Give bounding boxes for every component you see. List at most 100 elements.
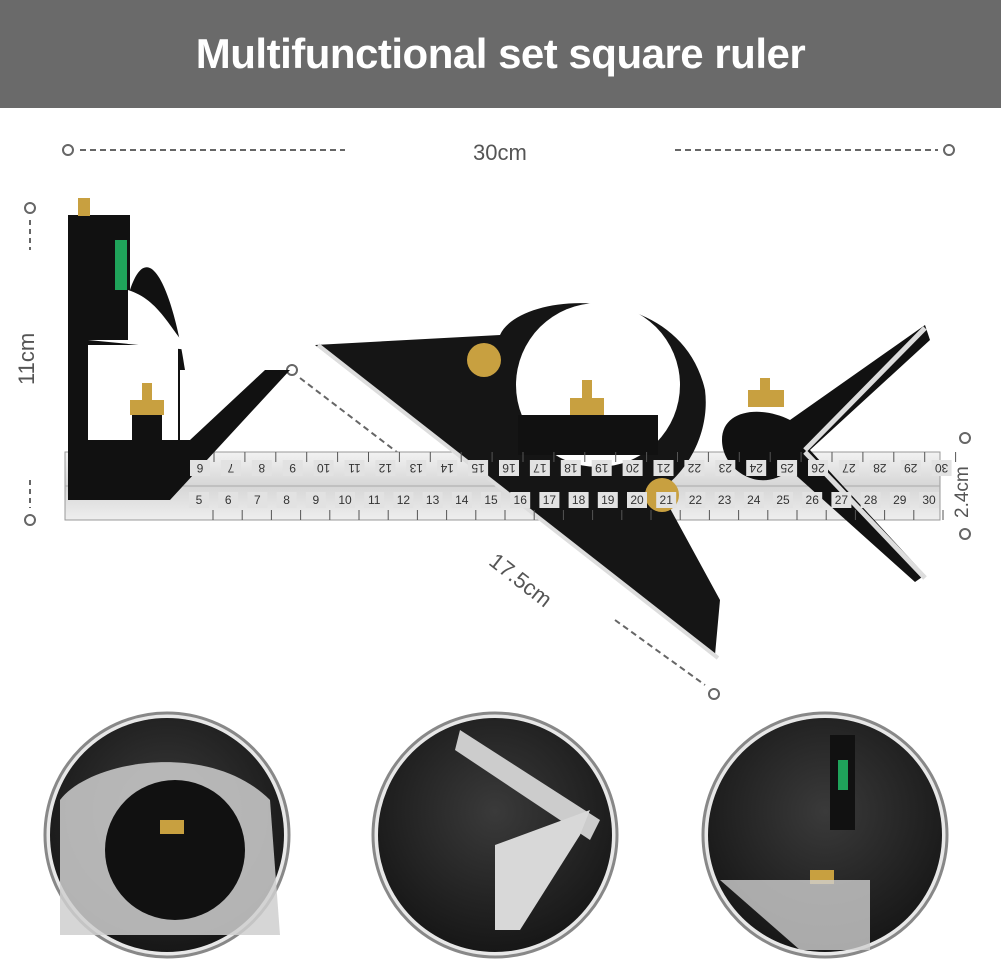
ruler-number-backing (499, 460, 519, 476)
ruler-number-backing (838, 460, 859, 476)
ruler-scale-number: 30 (935, 461, 949, 475)
detail-circle-square-head (701, 711, 949, 959)
ruler-number-backing (889, 492, 910, 508)
ruler-number-backing (282, 460, 303, 476)
length-dimension-line (62, 144, 955, 156)
ruler-number-backing (900, 460, 921, 476)
brass-screw (467, 343, 501, 377)
ruler-number-backing (190, 460, 210, 476)
ruler-scale-number: 13 (426, 493, 440, 507)
ruler-scale-number: 7 (227, 461, 234, 475)
ruler-number-backing (869, 460, 890, 476)
protractor-head (315, 303, 720, 660)
ruler-scale-number: 15 (484, 493, 498, 507)
ruler-number-backing (251, 460, 272, 476)
ruler-number-backing (335, 492, 355, 508)
ruler-number-backing (714, 492, 735, 508)
page-title: Multifunctional set square ruler (195, 30, 806, 77)
ruler-number-backing (746, 460, 767, 476)
ruler-scale-number: 19 (595, 461, 609, 475)
ruler-number-backing (305, 492, 326, 508)
ruler-number-backing (802, 492, 823, 508)
detail-circle-center-head (371, 711, 619, 959)
ruler-scale-number: 29 (893, 493, 907, 507)
ruler-scale-number: 5 (196, 493, 203, 507)
ruler-number-backing (919, 492, 939, 508)
ruler-number-backing (313, 460, 334, 476)
ruler-number-backing (220, 460, 241, 476)
ruler-scale-number: 23 (718, 493, 732, 507)
ruler-number-backing (831, 492, 852, 508)
ruler-number-backing (560, 460, 581, 476)
ruler-scale-number: 28 (864, 493, 878, 507)
ruler-number-backing (529, 460, 550, 476)
ruler-scale-number: 11 (348, 461, 361, 475)
ruler-scale-number: 14 (455, 493, 469, 507)
ruler-scale-number: 18 (564, 461, 578, 475)
ruler-number-backing (393, 492, 414, 508)
ruler-scale-number: 22 (689, 493, 703, 507)
ruler-number-backing (656, 492, 677, 508)
spirit-level-vial (115, 240, 127, 290)
ruler-number-backing (685, 492, 706, 508)
detail-circle-protractor (43, 711, 291, 959)
ruler-scale-number: 13 (409, 461, 423, 475)
ruler-scale-number: 9 (289, 461, 296, 475)
ruler-number-backing (860, 492, 881, 508)
ruler-scale-number: 20 (626, 461, 640, 475)
ruler-scale-number: 8 (283, 493, 290, 507)
ruler-number-backing (539, 492, 560, 508)
ruler-number-backing (773, 492, 793, 508)
ruler-number-backing (510, 492, 531, 508)
brass-knob (570, 398, 604, 415)
ruler-scale-number: 15 (471, 461, 485, 475)
width-dimension-line (959, 432, 971, 540)
ruler-scale-number: 9 (312, 493, 319, 507)
ruler-number-backing (375, 460, 396, 476)
ruler-scale-number: 30 (922, 493, 936, 507)
ruler-number-backing (451, 492, 472, 508)
ruler-scale-number: 7 (254, 493, 261, 507)
ruler-number-backing (437, 460, 458, 476)
ruler-number-backing (422, 492, 443, 508)
ruler-scale-number: 19 (601, 493, 615, 507)
ruler-scale-number: 14 (440, 461, 454, 475)
ruler-scale-number: 26 (811, 461, 825, 475)
ruler-number-backing (218, 492, 239, 508)
title-banner: Multifunctional set square ruler (0, 0, 1001, 108)
ruler-scale-number: 24 (749, 461, 763, 475)
ruler-number-backing (653, 460, 674, 476)
ruler-number-backing (481, 492, 501, 508)
ruler-scale-number: 27 (835, 493, 849, 507)
ruler-scale-number: 16 (502, 461, 516, 475)
ruler-number-backing (597, 492, 618, 508)
height-label: 11cm (14, 332, 39, 385)
ruler-number-backing (189, 492, 209, 508)
ruler-number-backing (743, 492, 764, 508)
height-dimension-line (24, 202, 36, 526)
ruler-scale-number: 26 (806, 493, 820, 507)
ruler-scale-number: 17 (543, 493, 557, 507)
ruler-number-backing (931, 460, 952, 476)
ruler-scale-number: 16 (514, 493, 528, 507)
ruler-scale-number: 8 (258, 461, 265, 475)
ruler-scale-number: 10 (317, 461, 331, 475)
ruler-scale-number: 12 (378, 461, 392, 475)
ruler-scale-number: 25 (776, 493, 790, 507)
brass-knob (748, 390, 784, 407)
ruler-number-backing (468, 460, 489, 476)
ruler-number-backing (715, 460, 736, 476)
ruler-number-backing (684, 460, 705, 476)
ruler-scale-number: 28 (873, 461, 887, 475)
ruler-number-backing (808, 460, 828, 476)
ruler-scale-number: 11 (368, 493, 381, 507)
ruler-scale-number: 20 (630, 493, 644, 507)
ruler-scale-number: 25 (780, 461, 794, 475)
brass-screw (78, 198, 90, 216)
ruler-scale-number: 24 (747, 493, 761, 507)
width-label: 2.4cm (952, 466, 973, 518)
ruler-scale-number: 22 (687, 461, 701, 475)
ruler-scale-number: 17 (533, 461, 547, 475)
ruler-number-backing (627, 492, 647, 508)
